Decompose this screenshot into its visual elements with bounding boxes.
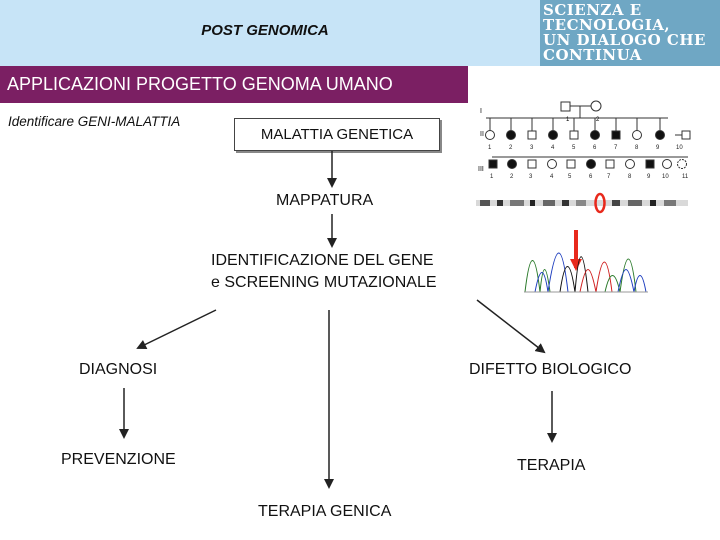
svg-text:5: 5 [568, 174, 572, 180]
logo-line-3: UN DIALOGO CHE [543, 31, 706, 49]
identificazione-label-1: IDENTIFICAZIONE DEL GENE [211, 252, 434, 269]
arrow-to-difetto [476, 299, 546, 354]
pedigree-id: 1 [566, 117, 570, 123]
svg-text:11: 11 [682, 174, 689, 180]
svg-text:5: 5 [572, 145, 576, 151]
svg-text:7: 7 [614, 145, 618, 151]
logo: SCIENZA E TECNOLOGIA, UN DIALOGO CHE CON… [540, 0, 720, 66]
mappatura-label: MAPPATURA [276, 192, 374, 209]
svg-text:2: 2 [510, 174, 514, 180]
svg-text:1: 1 [488, 145, 492, 151]
pedigree-gen3-ids: 1 2 3 4 5 6 7 8 9 10 11 [490, 174, 689, 180]
pedigree-gen2-row [485, 118, 691, 140]
slide-title: APPLICAZIONI PROGETTO GENOMA UMANO [7, 74, 393, 94]
svg-text:9: 9 [656, 145, 660, 151]
svg-text:3: 3 [529, 174, 533, 180]
pedigree-id: 2 [596, 117, 600, 123]
terapia-genica-label: TERAPIA GENICA [258, 503, 392, 520]
pedigree-female [590, 100, 602, 112]
slide-subtitle: Identificare GENI-MALATTIA [8, 114, 181, 129]
prevenzione-label: PREVENZIONE [61, 451, 176, 468]
svg-text:10: 10 [662, 174, 669, 180]
pedigree-gen3-row [488, 159, 687, 169]
pedigree-gen-label: I [480, 108, 482, 115]
chromosome-band [476, 200, 688, 206]
terapia-label: TERAPIA [517, 457, 586, 474]
svg-text:4: 4 [550, 174, 554, 180]
svg-text:6: 6 [593, 145, 597, 151]
svg-text:4: 4 [551, 145, 555, 151]
svg-text:7: 7 [607, 174, 611, 180]
svg-text:8: 8 [628, 174, 632, 180]
header-title: POST GENOMICA [201, 22, 329, 39]
pedigree-gen-label: II [480, 131, 484, 138]
title-bar [0, 66, 468, 103]
svg-text:6: 6 [589, 174, 593, 180]
pedigree-gen2-ids: 1 2 3 4 5 6 7 8 9 10 [488, 145, 683, 151]
svg-text:3: 3 [530, 145, 534, 151]
pedigree-gen-label: III [478, 166, 484, 173]
svg-text:9: 9 [647, 174, 651, 180]
pedigree-chart: I II III 1 2 [478, 100, 691, 180]
malattia-genetica-box: MALATTIA GENETICA [234, 118, 440, 151]
diagnosi-label: DIAGNOSI [79, 361, 158, 378]
locus-highlight [594, 192, 606, 214]
identificazione-label-2: e SCREENING MUTAZIONALE [211, 274, 437, 291]
svg-text:2: 2 [509, 145, 513, 151]
svg-text:1: 1 [490, 174, 494, 180]
difetto-biologico-label: DIFETTO BIOLOGICO [469, 361, 632, 378]
logo-line-2: TECNOLOGIA, [543, 16, 671, 34]
pedigree-male [560, 101, 571, 112]
svg-text:10: 10 [676, 145, 683, 151]
logo-line-1: SCIENZA E [543, 1, 642, 19]
malattia-genetica-label: MALATTIA GENETICA [260, 126, 414, 143]
svg-text:8: 8 [635, 145, 639, 151]
logo-line-4: CONTINUA [543, 46, 642, 64]
arrow-to-diagnosi [136, 309, 217, 349]
chromatogram [524, 252, 648, 293]
